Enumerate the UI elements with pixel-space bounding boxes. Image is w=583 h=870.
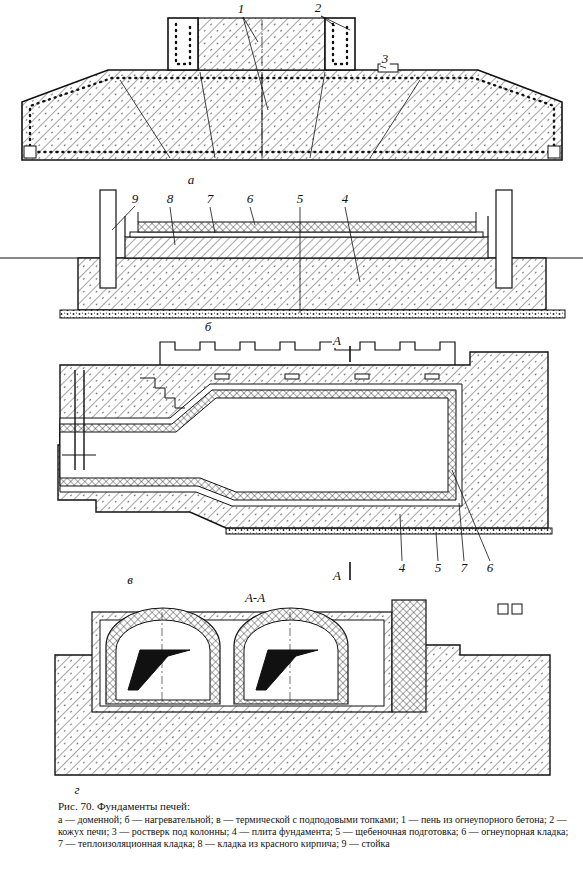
- callout-number: 7: [206, 192, 215, 206]
- heat-treatment-furnace-foundation-part: [285, 374, 299, 379]
- section-a-a-part: [498, 604, 508, 614]
- heating-furnace-foundation-part: [487, 216, 488, 237]
- blast-furnace-foundation-part: [22, 70, 562, 160]
- heat-treatment-furnace-foundation-part: [349, 346, 351, 362]
- heating-furnace-foundation-part: [60, 310, 565, 318]
- section-mark: А: [332, 569, 342, 583]
- heat-treatment-furnace-foundation-part: [60, 398, 448, 492]
- callout-number: 6: [486, 561, 495, 575]
- heating-furnace-foundation-part: [210, 207, 215, 233]
- figure-caption: а — доменной; б — нагревательной; в — те…: [58, 814, 573, 850]
- blast-furnace-foundation-part: [243, 17, 258, 42]
- heat-treatment-furnace-foundation-part: [60, 384, 462, 506]
- blast-furnace-foundation-part: [370, 80, 420, 158]
- heat-treatment-furnace-foundation-part: [58, 352, 548, 528]
- panel-letter: г: [73, 783, 80, 797]
- heating-furnace-foundation-part: [125, 237, 488, 258]
- blast-furnace-foundation-part: [321, 16, 350, 30]
- heat-treatment-furnace-foundation-part: [140, 378, 185, 408]
- section-a-a-part: [162, 612, 163, 704]
- callout-number: 5: [296, 192, 305, 206]
- heating-furnace-foundation-part: [345, 207, 360, 282]
- heating-furnace-foundation-part: [138, 212, 139, 222]
- section-a-a-part: [128, 650, 190, 690]
- heat-treatment-furnace-foundation-part: [160, 342, 455, 365]
- section-a-a-part: [106, 608, 220, 704]
- heat-treatment-furnace-foundation-part: [400, 514, 402, 561]
- section-mark: А: [332, 334, 342, 348]
- section-a-a-part: [244, 620, 338, 700]
- callout-number: 1: [237, 2, 246, 16]
- heating-furnace-foundation-part: [138, 222, 476, 232]
- blast-furnace-foundation-part: [243, 17, 268, 110]
- section-a-a-part: [512, 604, 522, 614]
- callout-number: 3: [381, 52, 390, 66]
- section-title: А-А: [244, 591, 266, 605]
- panel-letter: а: [187, 173, 196, 187]
- heating-furnace-foundation-part: [100, 190, 116, 288]
- blast-furnace-foundation-part: [30, 78, 554, 152]
- heat-treatment-furnace-foundation-part: [226, 528, 552, 534]
- section-a-a-part: [116, 620, 210, 700]
- heating-furnace-foundation-part: [476, 212, 477, 222]
- heat-treatment-furnace-foundation-part: [355, 374, 369, 379]
- section-a-a-part: [392, 600, 426, 712]
- blast-furnace-foundation-part: [548, 146, 560, 158]
- callout-number: 4: [398, 561, 407, 575]
- heating-furnace-foundation-part: [250, 207, 255, 225]
- callout-number: 7: [460, 561, 469, 575]
- blast-furnace-foundation: [22, 16, 562, 160]
- heat-treatment-furnace-foundation: [58, 342, 552, 580]
- panel-letter: в: [126, 573, 134, 587]
- blast-furnace-foundation-part: [200, 72, 215, 158]
- blast-furnace-foundation-part: [325, 18, 355, 70]
- heating-furnace-foundation-part: [130, 232, 483, 237]
- heating-furnace-foundation-part: [170, 207, 175, 245]
- heat-treatment-furnace-foundation-part: [62, 455, 96, 456]
- heat-treatment-furnace-foundation-part: [215, 374, 229, 379]
- section-a-a-part: [290, 612, 291, 704]
- figure-title: Рис. 70. Фундаменты печей:: [58, 800, 573, 813]
- heat-treatment-furnace-foundation-part: [349, 562, 351, 580]
- blast-furnace-foundation-part: [380, 66, 386, 68]
- blast-furnace-foundation-part: [120, 80, 170, 158]
- blast-furnace-foundation-part: [168, 18, 198, 70]
- section-a-a-part: [256, 650, 318, 690]
- heat-treatment-furnace-foundation-part: [60, 390, 456, 500]
- callout-number: 4: [341, 192, 350, 206]
- blast-furnace-foundation-part: [321, 16, 335, 26]
- blast-furnace-foundation-part: [333, 24, 347, 64]
- heating-furnace-foundation-part: [78, 258, 546, 310]
- heat-treatment-furnace-foundation-part: [425, 374, 439, 379]
- section-a-a: [55, 600, 550, 775]
- heating-furnace-foundation-part: [124, 216, 125, 237]
- panel-letter: б: [204, 320, 213, 334]
- callout-number: 5: [434, 561, 443, 575]
- heating-furnace-foundation-part: [496, 190, 512, 288]
- blast-furnace-foundation-part: [310, 72, 325, 158]
- callout-number: 2: [314, 1, 323, 15]
- heat-treatment-furnace-foundation-part: [452, 470, 490, 561]
- callout-number: 9: [131, 192, 140, 206]
- blast-furnace-foundation-part: [24, 146, 36, 158]
- heat-treatment-furnace-foundation-part: [459, 503, 464, 561]
- callout-number: 6: [246, 192, 255, 206]
- section-a-a-part: [234, 608, 348, 704]
- heating-furnace-foundation-part: [300, 207, 301, 313]
- blast-furnace-foundation-part: [176, 24, 190, 64]
- heating-furnace-foundation: [0, 190, 583, 318]
- blast-furnace-foundation-part: [198, 18, 325, 70]
- heating-furnace-foundation-part: [112, 206, 135, 230]
- heat-treatment-furnace-foundation-part: [436, 532, 438, 561]
- callout-number: 8: [166, 192, 175, 206]
